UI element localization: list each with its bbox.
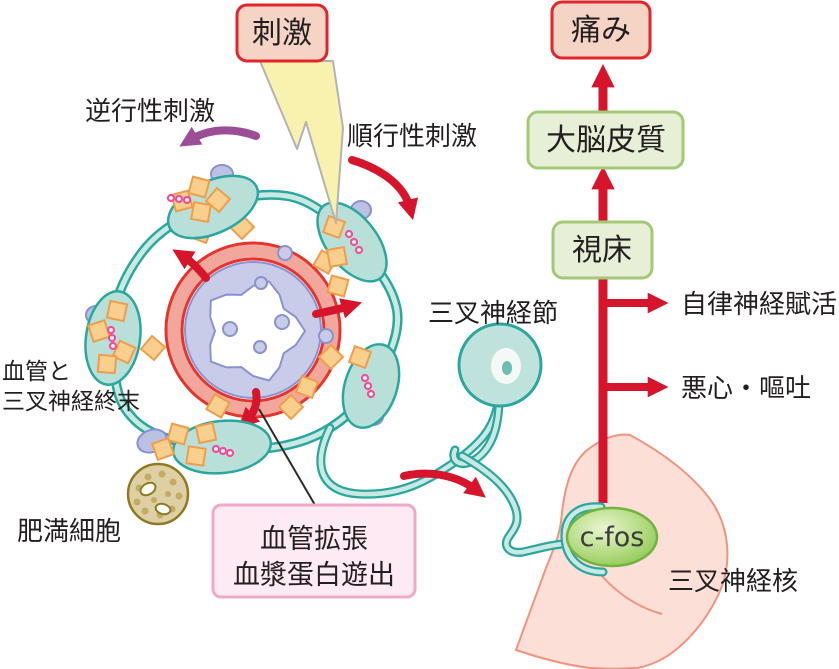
retrograde-stimulation-label: 逆行性刺激: [85, 97, 215, 127]
vesicle-dots: [211, 444, 235, 458]
vessel-lumen: [209, 280, 306, 382]
blood-vessel: [164, 241, 362, 429]
nucleus-fold-line: [601, 575, 663, 615]
anterograde-arrow: [348, 156, 419, 221]
pain-box: 痛み: [550, 0, 652, 60]
cerebral-cortex-box: 大脳皮質: [526, 110, 685, 170]
afferent-nerve-fiber: [316, 399, 608, 577]
thalamus-box: 視床: [551, 220, 654, 280]
trigeminal-ganglion-label: 三叉神経節: [428, 299, 558, 329]
vesicle-dots: [344, 229, 364, 255]
retrograde-arrow: [179, 126, 260, 147]
autonomic-activation-label: 自律神経賦活: [681, 290, 837, 320]
vessel-arrow-upper-left: [172, 249, 210, 282]
ganglion-nucleolus: [502, 361, 512, 375]
vessel-arrow-bottom: [238, 388, 261, 429]
vasodilation-info-box: 血管拡張 血漿蛋白遊出: [211, 503, 417, 599]
ascending-pain-pathway: [591, 63, 669, 503]
cfos-label: c-fos: [580, 522, 645, 553]
nerve-terminal-right: [341, 343, 401, 429]
pain-box-label: 痛み: [571, 13, 631, 48]
nausea-vomiting-label: 悪心・嘔吐: [681, 374, 811, 404]
extravasation-arrows: [172, 249, 362, 429]
vesicle-dots: [106, 325, 118, 351]
mast-cell-shape: [126, 462, 190, 526]
vessel-terminal-label-line1: 血管と: [2, 359, 71, 385]
nerve-terminal-top-left: [166, 164, 260, 240]
cerebral-cortex-label: 大脳皮質: [546, 123, 666, 158]
vasodilation-line1: 血管拡張: [260, 524, 368, 555]
to-nucleus-arrow: [400, 469, 486, 498]
vessel-arrow-right: [312, 298, 362, 319]
lightning-bolt-icon: [259, 60, 344, 224]
vessel-infobox-connector: [258, 408, 316, 506]
nerve-terminal-bottom: [136, 419, 273, 475]
trigeminal-nucleus-label: 三叉神経核: [668, 567, 798, 597]
vessel-terminal-label-line2: 三叉神経終末: [2, 389, 140, 415]
vesicle-dots: [360, 373, 376, 399]
trigeminal-ganglion: [457, 322, 543, 408]
thalamus-label: 視床: [572, 233, 632, 268]
vasodilation-line2: 血漿蛋白遊出: [233, 560, 395, 591]
nerve-terminal-left: [84, 290, 142, 386]
plasma-proteins: [222, 245, 334, 354]
nerve-terminal-top-right: [316, 200, 388, 283]
cfos-marker: c-fos: [565, 506, 659, 568]
anterograde-stimulation-label: 順行性刺激: [347, 122, 477, 152]
stimulus-box: 刺激: [235, 3, 329, 63]
vesicle-dots: [166, 193, 192, 205]
mast-cell-label: 肥満細胞: [17, 517, 121, 547]
stimulus-box-label: 刺激: [252, 16, 312, 51]
